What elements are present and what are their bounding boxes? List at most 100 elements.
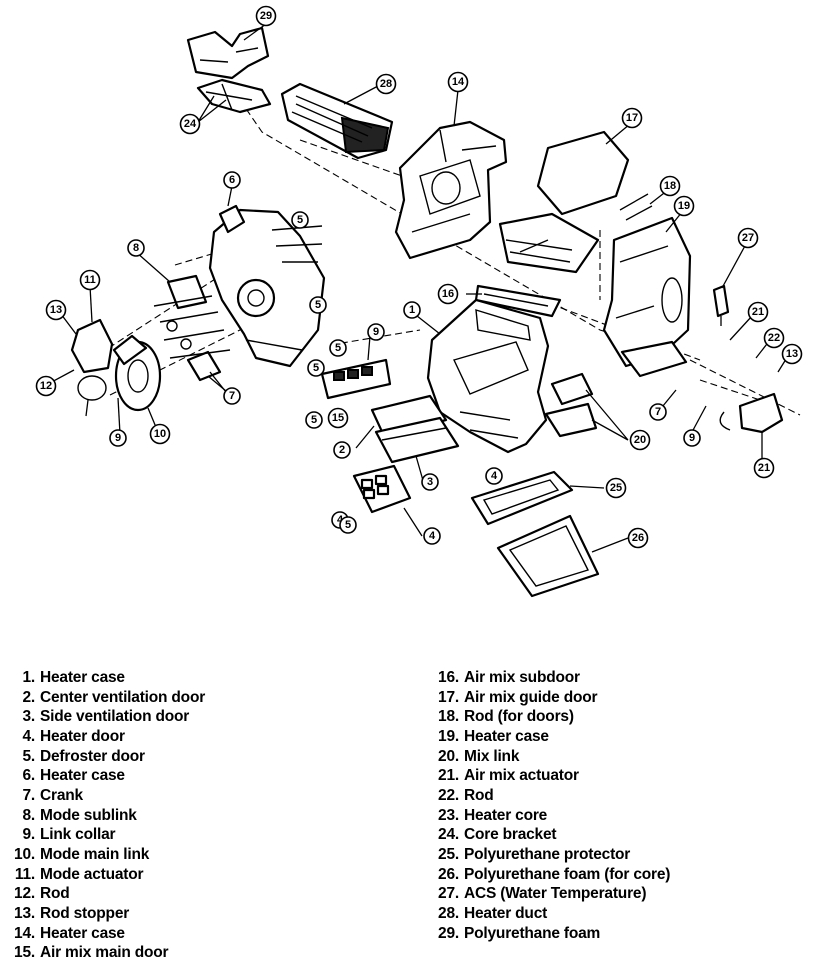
callout-label: 28 — [380, 78, 392, 90]
callout-circle — [627, 527, 649, 549]
legend-item: 19.Heater case — [432, 727, 812, 747]
legend-item: 1.Heater case — [8, 668, 388, 688]
legend-number: 11. — [14, 865, 35, 883]
legend-item: 22.Rod — [432, 786, 812, 806]
callout-label: 16 — [442, 288, 454, 300]
callout-number: 21 — [747, 301, 769, 323]
callout-circle — [329, 339, 347, 357]
heater-core-part — [280, 82, 394, 160]
link-collar-part — [153, 295, 231, 359]
callout-circle — [255, 5, 277, 27]
callout-label: 25 — [610, 482, 622, 494]
callout-label: 27 — [742, 232, 754, 244]
legend-item: 26.Polyurethane foam (for core) — [432, 865, 812, 885]
legend-label: Air mix actuator — [464, 767, 579, 785]
legend-label: Link collar — [40, 826, 116, 844]
legend-item: 13.Rod stopper — [8, 904, 388, 924]
legend-label: Mode sublink — [40, 806, 137, 824]
callout-circle — [781, 343, 803, 365]
callout-circle — [659, 175, 681, 197]
legend-number: 28. — [438, 905, 459, 923]
legend-item: 29.Polyurethane foam — [432, 924, 812, 944]
legend-number: 19. — [438, 727, 459, 745]
callout-circle — [629, 429, 651, 451]
callout-circle — [763, 327, 785, 349]
legend-label: Defroster door — [40, 747, 145, 765]
callout-label: 9 — [115, 432, 121, 444]
callout-label: 10 — [154, 428, 166, 440]
callout-circle — [307, 359, 325, 377]
legend-label: Mix link — [464, 747, 520, 765]
callout-label: 18 — [664, 180, 676, 192]
callout-circle — [673, 195, 695, 217]
callout-circle — [403, 301, 421, 319]
legend-label: Rod stopper — [40, 905, 130, 923]
legend-number: 3. — [22, 708, 35, 726]
callout-number: 27 — [737, 227, 759, 249]
legend-item: 2.Center ventilation door — [8, 688, 388, 708]
callout-circle — [485, 467, 503, 485]
legend-label: Rod (for doors) — [464, 708, 574, 726]
callout-circle — [223, 387, 241, 405]
callout-circle — [683, 429, 701, 447]
core-bracket-part — [196, 78, 272, 114]
callout-label: 17 — [626, 112, 638, 124]
callout-number: 7 — [649, 403, 667, 421]
callout-circle — [737, 227, 759, 249]
legend-label: ACS (Water Temperature) — [464, 885, 647, 903]
callout-label: 22 — [768, 332, 780, 344]
callout-label: 5 — [315, 299, 321, 311]
callout-number: 14 — [447, 71, 469, 93]
mode-main-link-part — [112, 334, 162, 412]
callout-label: 1 — [409, 304, 415, 316]
callout-number: 17 — [621, 107, 643, 129]
callout-circle — [127, 239, 145, 257]
legend-label: Air mix guide door — [464, 688, 598, 706]
legend-item: 27.ACS (Water Temperature) — [432, 885, 812, 905]
callout-circle — [447, 71, 469, 93]
callout-number: 21 — [753, 457, 775, 479]
legend-item: 6.Heater case — [8, 766, 388, 786]
legend-number: 24. — [438, 826, 459, 844]
legend-item: 8.Mode sublink — [8, 806, 388, 826]
legend-number: 17. — [438, 688, 459, 706]
callout-number: 6 — [223, 171, 241, 189]
legend-label: Mode actuator — [40, 865, 144, 883]
legend-label: Crank — [40, 786, 83, 804]
callout-label: 15 — [332, 412, 344, 424]
callout-number: 2 — [333, 441, 351, 459]
callout-number: 10 — [149, 423, 171, 445]
callout-number: 26 — [627, 527, 649, 549]
callout-label: 14 — [452, 76, 465, 88]
legend-label: Rod — [464, 786, 494, 804]
legend-label: Heater case — [40, 767, 125, 785]
callout-label: 26 — [632, 532, 644, 544]
legend-item: 9.Link collar — [8, 826, 388, 846]
legend-label: Air mix main door — [40, 944, 169, 962]
callout-label: 5 — [335, 342, 341, 354]
legend-label: Polyurethane foam — [464, 924, 601, 942]
legend-item: 18.Rod (for doors) — [432, 707, 812, 727]
callout-circle — [45, 299, 67, 321]
callout-circle — [223, 171, 241, 189]
callout-number: 5 — [309, 296, 327, 314]
legend-item: 23.Heater core — [432, 806, 812, 826]
legend-number: 14. — [14, 924, 35, 942]
callout-label: 3 — [427, 476, 433, 488]
legend-number: 25. — [438, 846, 459, 864]
callout-number: 29 — [255, 5, 277, 27]
callout-number: 5 — [305, 411, 323, 429]
callout-number: 18 — [659, 175, 681, 197]
callout-label: 21 — [758, 462, 770, 474]
legend-number: 26. — [438, 865, 459, 883]
rod-for-doors-part — [619, 193, 653, 221]
legend-item: 12.Rod — [8, 885, 388, 905]
callout-label: 12 — [40, 380, 52, 392]
legend-number: 15. — [14, 944, 35, 962]
legend-label: Center ventilation door — [40, 688, 206, 706]
callout-label: 6 — [229, 174, 235, 186]
polyurethane-foam-part — [186, 26, 270, 80]
legend-item: 11. Mode actuator — [8, 865, 388, 885]
callout-circle — [79, 269, 101, 291]
